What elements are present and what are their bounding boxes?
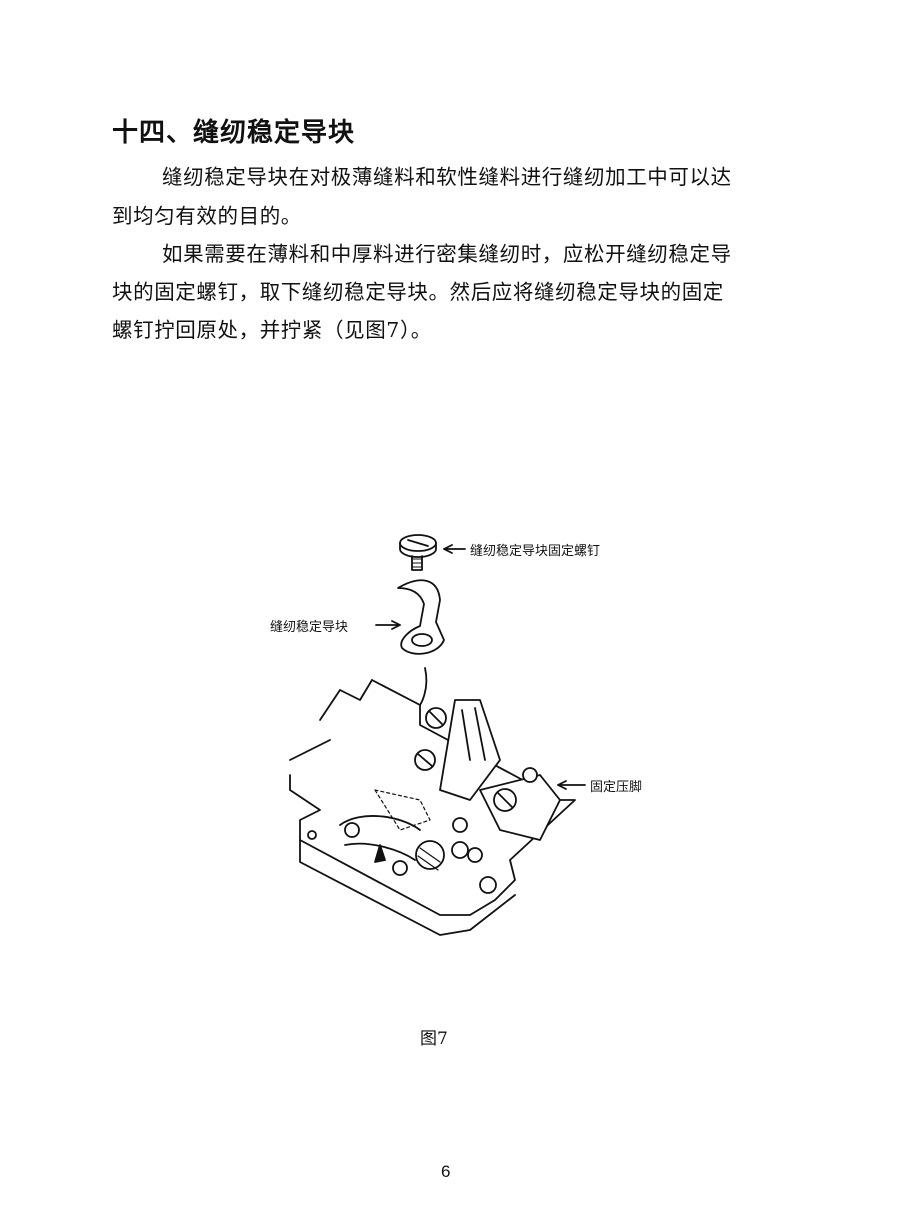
screw-label: 缝纫稳定导块固定螺钉 <box>470 544 601 559</box>
arrow-icon <box>375 620 401 630</box>
figure-caption: 图7 <box>420 1029 448 1049</box>
section-title: 十四、缝纫稳定导块 <box>112 118 356 148</box>
stabilizer-guide-drawing <box>397 579 445 655</box>
guide-label: 缝纫稳定导块 <box>270 620 349 635</box>
paragraph-1-line-2: 到均匀有效的目的。 <box>112 204 302 228</box>
presser-foot-assembly-drawing <box>289 667 576 936</box>
screw-drawing <box>399 534 437 571</box>
page-number: 6 <box>441 1162 451 1181</box>
arrow-icon <box>557 780 586 790</box>
paragraph-2-line-3: 螺钉拧回原处，并拧紧（见图7）。 <box>112 318 432 342</box>
presser-foot-label: 固定压脚 <box>590 780 643 795</box>
paragraph-2-line-2: 块的固定螺钉，取下缝纫稳定导块。然后应将缝纫稳定导块的固定 <box>112 280 724 304</box>
arrow-icon <box>443 544 466 554</box>
paragraph-2-line-1: 如果需要在薄料和中厚料进行密集缝纫时，应松开缝纫稳定导 <box>162 242 732 266</box>
paragraph-1-line-1: 缝纫稳定导块在对极薄缝料和软性缝料进行缝纫加工中可以达 <box>162 165 732 189</box>
